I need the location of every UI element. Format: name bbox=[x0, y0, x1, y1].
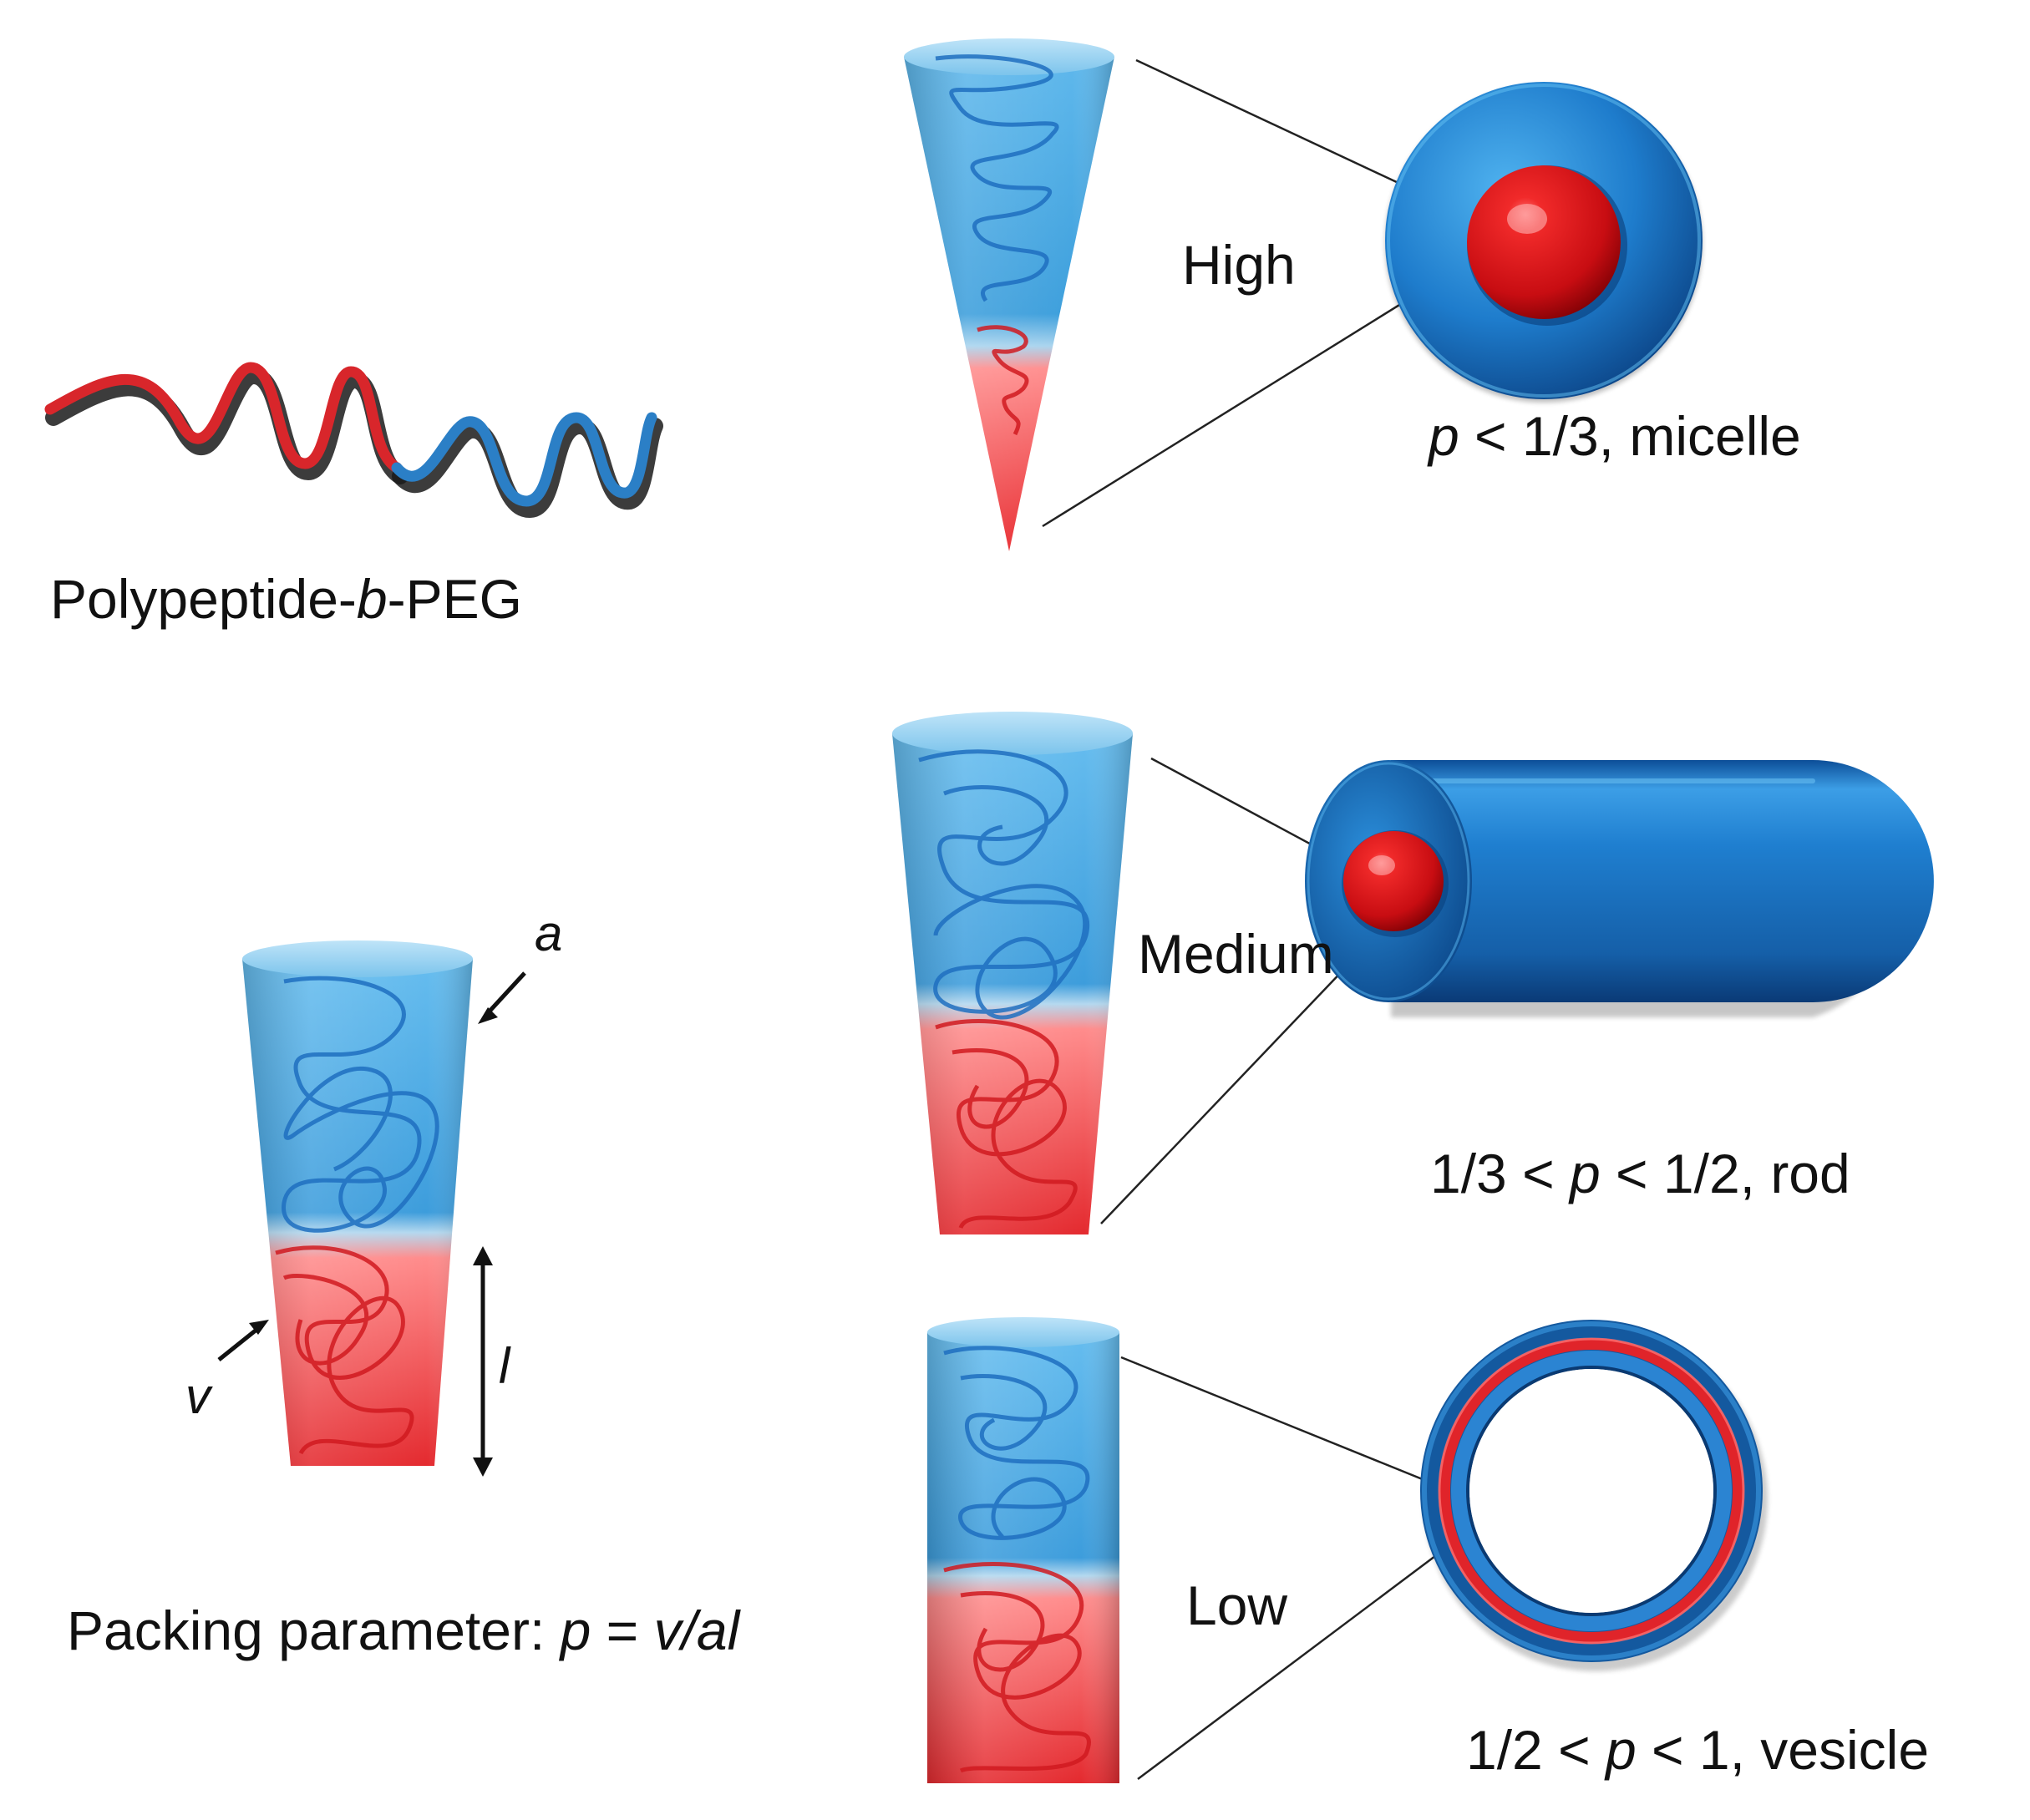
label-l: l bbox=[499, 1338, 511, 1394]
packing-cone-icon bbox=[242, 940, 473, 1466]
arrow-v-icon bbox=[217, 1320, 269, 1361]
micelle-icon bbox=[1385, 82, 1703, 403]
cone-medium-icon bbox=[892, 712, 1133, 1234]
label-a: a bbox=[535, 905, 562, 961]
guide-lines-low bbox=[1120, 1356, 1473, 1780]
condition-micelle: p < 1/3, micelle bbox=[1427, 405, 1801, 467]
level-low: Low bbox=[1186, 1574, 1287, 1636]
copolymer-chain-icon bbox=[44, 362, 663, 519]
condition-rod: 1/3 < p < 1/2, rod bbox=[1430, 1143, 1850, 1204]
level-medium: Medium bbox=[1138, 923, 1334, 985]
vesicle-icon bbox=[1420, 1320, 1768, 1671]
cone-high-icon bbox=[904, 38, 1114, 551]
length-arrow-icon bbox=[473, 1246, 493, 1477]
condition-vesicle: 1/2 < p < 1, vesicle bbox=[1466, 1719, 1929, 1781]
arrow-a-icon bbox=[478, 971, 526, 1024]
label-v: v bbox=[185, 1368, 213, 1424]
level-high: High bbox=[1182, 234, 1296, 296]
rod-icon bbox=[1305, 760, 1934, 1017]
cylinder-low-icon bbox=[927, 1317, 1119, 1783]
copolymer-name: Polypeptide-b-PEG bbox=[50, 568, 522, 630]
packing-formula: Packing parameter: p = v/al bbox=[67, 1599, 742, 1661]
